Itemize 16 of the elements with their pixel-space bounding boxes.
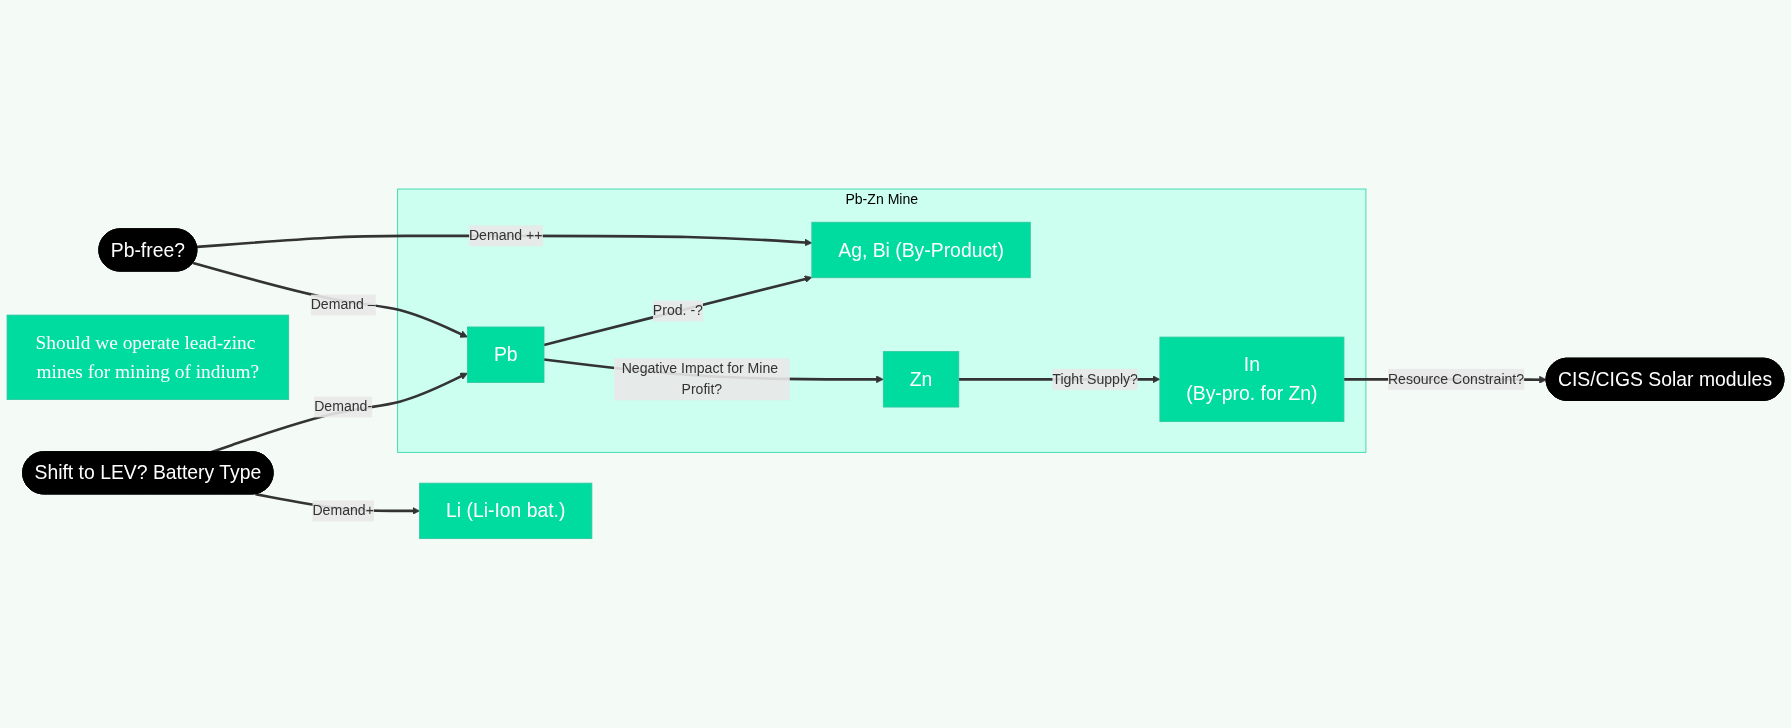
edge-label: Demand ++ <box>468 228 543 244</box>
edge-label: Demand+ <box>312 503 374 519</box>
node-box: Should we operate lead-zinc mines for mining of indium? <box>6 314 290 401</box>
edge-label: Demand – <box>310 297 376 313</box>
edge-label: Resource Constraint? <box>1387 371 1525 387</box>
node-box: Pb <box>467 326 545 383</box>
node-box: Zn <box>882 351 960 408</box>
arrow <box>192 261 468 338</box>
arrow <box>543 275 813 347</box>
node-box: Ag, Bi (By-Product) <box>811 222 1031 279</box>
node-box: In (By-pro. for Zn) <box>1159 336 1345 423</box>
edge-label: Tight Supply? <box>1052 371 1138 387</box>
node-box: Li (Li-Ion bat.) <box>419 482 593 540</box>
edge-label: Demand- <box>314 399 373 415</box>
edge-label: Negative Impact for Mine Profit? <box>621 361 779 398</box>
edge-label: Prod. -? <box>652 303 703 319</box>
